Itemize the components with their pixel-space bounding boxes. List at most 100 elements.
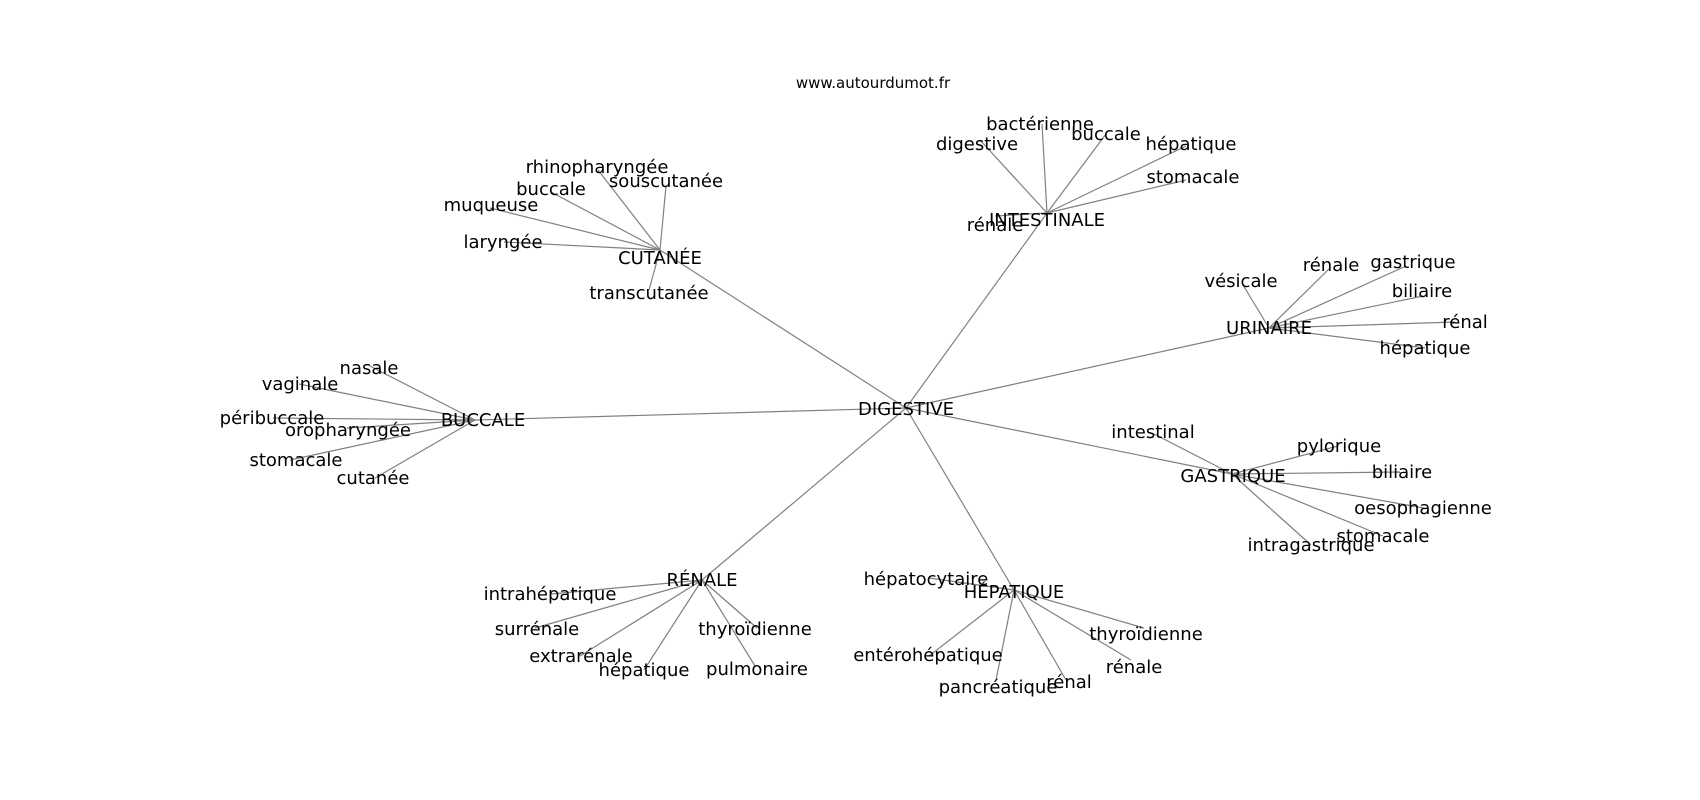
edge-group-0-leaf-4 (1046, 179, 1187, 214)
edge-group-3-leaf-3 (346, 419, 476, 429)
leaf-node-label[interactable]: rhinopharyngée (526, 157, 669, 178)
edge-group-5-leaf-3 (643, 579, 703, 671)
edge-group-6-leaf-4 (1013, 589, 1132, 661)
leaf-node-label[interactable]: pylorique (1297, 436, 1381, 457)
leaf-node-label[interactable]: rénale (967, 215, 1024, 236)
leaf-node-label[interactable]: cutanée (337, 468, 410, 489)
leaf-node-label[interactable]: oropharyngée (285, 420, 411, 441)
leaf-node-label[interactable]: hépatique (1146, 134, 1237, 155)
leaf-node-label[interactable]: thyroïdienne (1089, 624, 1203, 645)
leaf-node-label[interactable]: stomacale (249, 450, 342, 471)
edge-group-6-leaf-1 (928, 589, 1015, 657)
leaf-node-label[interactable]: pancréatique (939, 677, 1058, 698)
edge-group-2-leaf-3 (1268, 295, 1424, 329)
edge-group-3-leaf-4 (289, 419, 476, 461)
leaf-node-label[interactable]: vaginale (262, 374, 339, 395)
edge-group-1-leaf-1 (659, 185, 667, 251)
edge-group-3-leaf-5 (374, 419, 476, 479)
group-node-label[interactable]: HÉPATIQUE (964, 581, 1065, 603)
leaf-node-label[interactable]: buccale (516, 179, 586, 200)
leaf-node-label[interactable]: rénale (1106, 657, 1163, 678)
leaf-node-label[interactable]: nasale (340, 358, 399, 379)
edge-group-3-leaf-0 (369, 365, 476, 421)
leaf-node-label[interactable]: pulmonaire (706, 659, 808, 680)
edge-center-to-1 (659, 249, 907, 409)
edge-group-2-leaf-5 (1268, 327, 1426, 349)
leaf-node-label[interactable]: extrarénale (529, 646, 633, 667)
edge-group-6-leaf-5 (1013, 589, 1145, 629)
group-node-label[interactable]: BUCCALE (441, 410, 525, 431)
edge-group-4-leaf-5 (1231, 473, 1312, 546)
edge-center-to-2 (905, 327, 1270, 409)
edge-group-4-leaf-0 (1153, 433, 1233, 475)
edge-group-1-leaf-2 (550, 191, 661, 251)
leaf-node-label[interactable]: digestive (936, 134, 1018, 155)
leaf-node-label[interactable]: intragastrique (1247, 535, 1374, 556)
edge-group-5-leaf-1 (534, 579, 703, 629)
edge-group-1-leaf-4 (503, 241, 661, 251)
leaf-node-label[interactable]: rénal (1442, 312, 1488, 333)
leaf-node-label[interactable]: bactérienne (986, 114, 1094, 135)
edge-group-3-leaf-2 (272, 417, 476, 421)
edge-group-2-leaf-0 (1242, 284, 1270, 329)
edge-group-4-leaf-1 (1231, 445, 1339, 475)
edges-layer (272, 123, 1456, 681)
leaf-node-label[interactable]: gastrique (1370, 252, 1455, 273)
edge-group-2-leaf-2 (1268, 265, 1407, 329)
leaf-node-label[interactable]: muqueuse (444, 195, 539, 216)
leaf-node-label[interactable]: entérohépatique (853, 645, 1003, 666)
leaf-node-label[interactable]: buccale (1071, 124, 1141, 145)
edge-group-1-leaf-3 (489, 207, 661, 251)
leaf-node-label[interactable]: rénal (1046, 672, 1092, 693)
leaf-node-label[interactable]: péribuccale (220, 408, 325, 429)
edge-group-1-leaf-5 (648, 249, 661, 291)
group-node-label[interactable]: URINAIRE (1226, 318, 1312, 339)
edge-group-1-leaf-0 (597, 169, 661, 251)
leaf-node-label[interactable]: stomacale (1336, 526, 1429, 547)
edge-group-5-leaf-0 (550, 579, 703, 595)
center-node-label[interactable]: DIGESTIVE (858, 399, 954, 420)
edge-group-6-leaf-0 (928, 577, 1015, 591)
leaf-node-label[interactable]: thyroïdienne (698, 619, 812, 640)
leaf-node-label[interactable]: biliaire (1392, 281, 1453, 302)
edge-group-6-leaf-3 (1013, 589, 1067, 681)
edge-group-2-leaf-4 (1268, 321, 1456, 329)
edge-group-5-leaf-5 (701, 579, 756, 667)
leaf-node-label[interactable]: laryngée (463, 232, 542, 253)
leaf-node-label[interactable]: intrahépatique (484, 584, 617, 605)
edge-center-to-0 (905, 212, 1048, 409)
group-node-label[interactable]: INTESTINALE (989, 210, 1105, 231)
leaf-node-label[interactable]: vésicale (1204, 271, 1277, 292)
edge-group-0-leaf-3 (1046, 145, 1187, 214)
edge-group-4-leaf-2 (1231, 471, 1401, 475)
edge-center-to-5 (701, 407, 907, 581)
group-node-label[interactable]: GASTRIQUE (1180, 466, 1285, 487)
leaf-node-label[interactable]: souscutanée (609, 171, 723, 192)
edge-group-0-leaf-1 (979, 139, 1048, 214)
edge-group-4-leaf-4 (1231, 473, 1384, 537)
edge-group-3-leaf-1 (298, 383, 476, 421)
edge-group-0-leaf-2 (1046, 133, 1107, 214)
leaf-node-label[interactable]: oesophagienne (1354, 498, 1492, 519)
edge-group-0-leaf-5 (994, 212, 1048, 217)
edge-group-5-leaf-2 (579, 579, 703, 657)
group-node-label[interactable]: RÉNALE (666, 569, 737, 591)
group-node-label[interactable]: CUTANÉE (618, 247, 702, 269)
leaf-node-label[interactable]: stomacale (1146, 167, 1239, 188)
leaf-node-label[interactable]: hépatocytaire (864, 569, 989, 590)
edge-center-to-3 (474, 407, 907, 421)
leaf-node-label[interactable]: rénale (1303, 255, 1360, 276)
leaf-node-label[interactable]: transcutanée (589, 283, 708, 304)
edge-center-to-4 (905, 407, 1233, 475)
leaf-node-label[interactable]: intestinal (1111, 422, 1194, 443)
leaf-node-label[interactable]: hépatique (599, 660, 690, 681)
leaf-node-label[interactable]: biliaire (1372, 462, 1433, 483)
edge-center-to-6 (905, 407, 1015, 591)
leaf-node-label[interactable]: surrénale (495, 619, 579, 640)
edge-group-6-leaf-2 (995, 589, 1015, 681)
leaf-node-label[interactable]: hépatique (1380, 338, 1471, 359)
edge-group-5-leaf-4 (701, 579, 758, 629)
edge-group-0-leaf-0 (1041, 123, 1048, 214)
